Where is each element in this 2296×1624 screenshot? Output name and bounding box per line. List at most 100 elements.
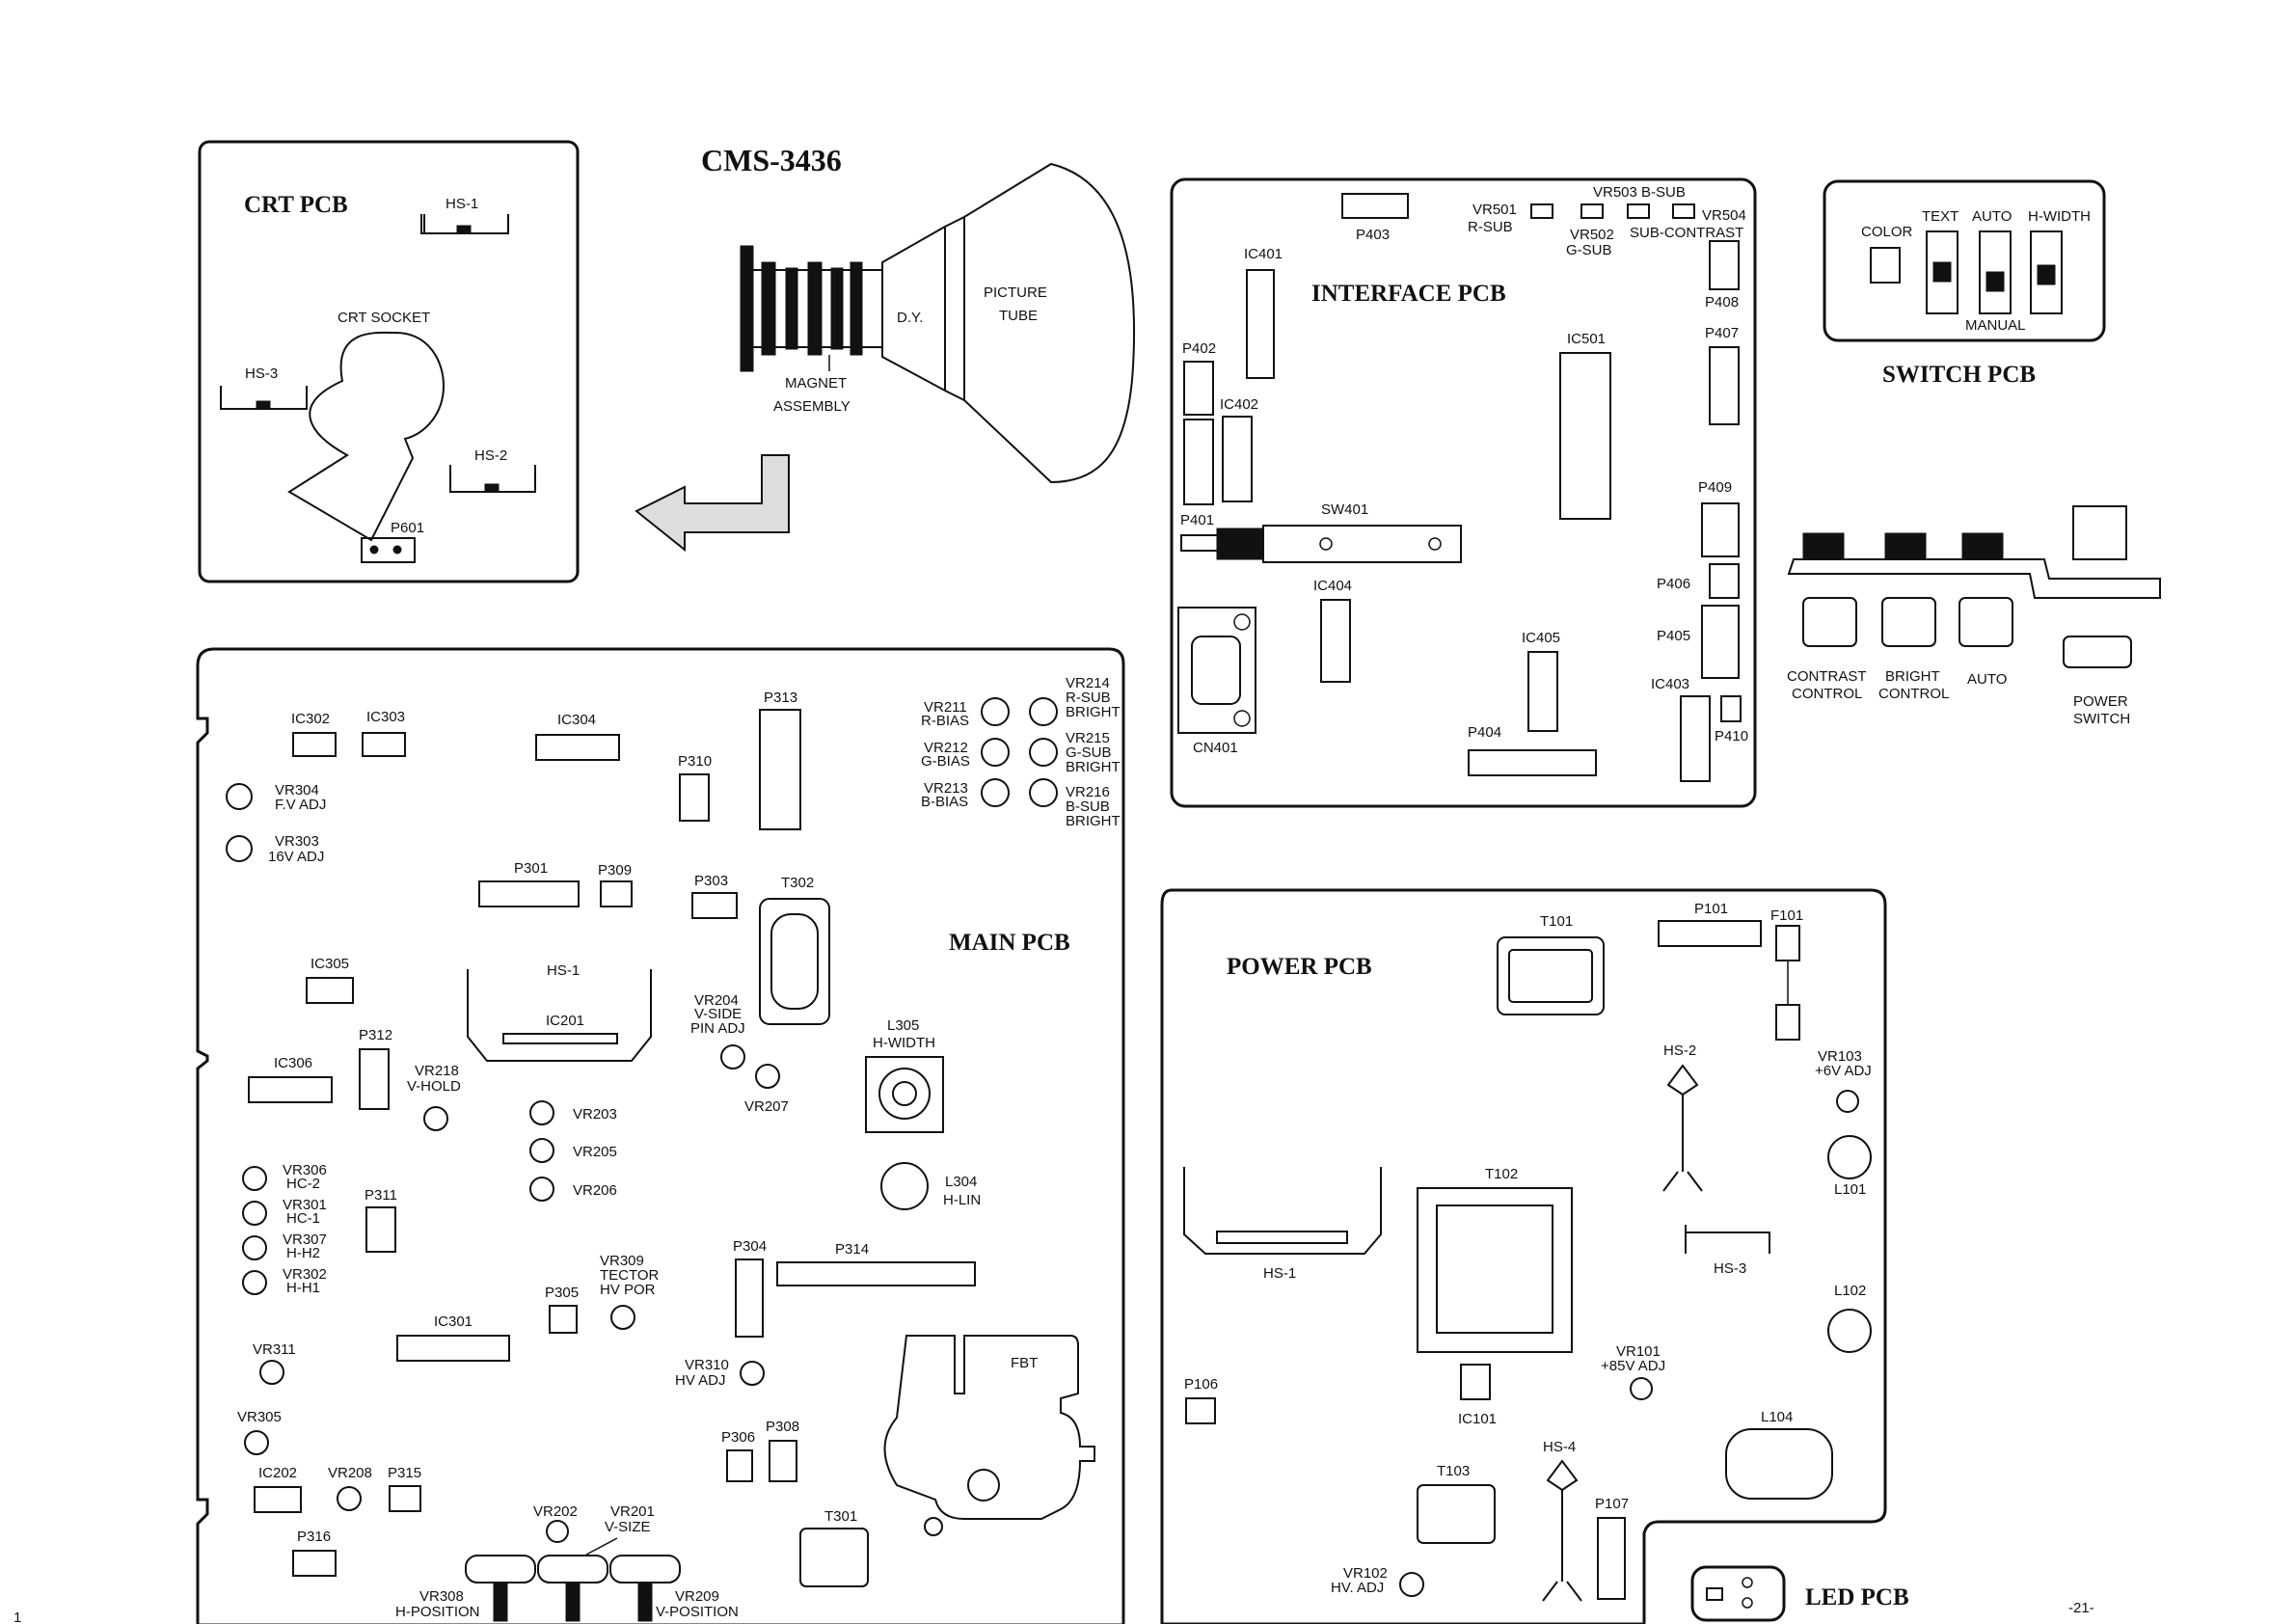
vr207-pot[interactable] [755,1064,780,1089]
vr209-label: VR209 [675,1588,719,1605]
f101-label: F101 [1770,907,1803,924]
ic404-chip [1320,599,1351,683]
t103-transformer [1417,1484,1496,1544]
bright-label-line1: BRIGHT [1885,668,1940,685]
fbt-flyback-transformer [883,1335,1095,1520]
ic401-chip [1246,269,1275,379]
p313-connector [759,709,801,830]
vr309-function2: HV POR [600,1282,656,1298]
main-hs1-heatsink [467,969,652,1062]
p101-connector [1658,920,1762,947]
l101-label: L101 [1834,1181,1866,1198]
vr215-label: VR215 [1066,730,1110,746]
vr101-label: VR101 [1616,1343,1661,1360]
vr309-pot[interactable] [610,1305,635,1330]
vr218-pot[interactable] [423,1106,448,1131]
document-title: CMS-3436 [701,143,842,177]
main-pcb-outline [196,647,1125,1624]
control-bracket [1787,558,2161,599]
vr211-function: R-BIAS [921,713,969,729]
vr308-slider[interactable] [465,1555,536,1583]
ic201-label: IC201 [546,1013,584,1029]
vr202-pot[interactable] [546,1520,569,1543]
p309-label: P309 [598,862,632,879]
ic304-label: IC304 [557,712,596,728]
color-switch[interactable] [1870,247,1901,284]
ic403-label: IC403 [1651,676,1689,692]
bright-knob[interactable] [1881,597,1936,647]
vr218-label: VR218 [415,1063,459,1079]
vr208-pot[interactable] [337,1486,362,1511]
vr209-slider[interactable] [609,1555,681,1583]
p410-label: P410 [1715,728,1748,744]
vr206-pot[interactable] [529,1177,554,1202]
vr310-function: HV ADJ [675,1372,726,1389]
contrast-knob[interactable] [1802,597,1857,647]
auto-switch[interactable] [1979,230,2012,314]
led-pcb-title: LED PCB [1805,1584,1909,1610]
text-switch[interactable] [1926,230,1958,314]
p314-connector [776,1261,976,1286]
hwidth-switch[interactable] [2030,230,2063,314]
picture-tube-label-line2: TUBE [999,308,1038,324]
vr204-function2: PIN ADJ [690,1020,745,1037]
p311-label: P311 [365,1187,397,1204]
vr102-function: HV. ADJ [1331,1580,1384,1596]
vr216-label: VR216 [1066,784,1110,800]
vr305-pot[interactable] [244,1430,269,1455]
vr102-pot[interactable] [1399,1572,1424,1597]
cn401-label: CN401 [1193,740,1238,756]
p107-label: P107 [1595,1496,1629,1512]
vr101-pot[interactable] [1630,1377,1653,1400]
vr206-label: VR206 [573,1182,617,1199]
p308-connector [769,1440,797,1482]
vr311-pot[interactable] [259,1360,284,1385]
p304-label: P304 [733,1238,767,1255]
vr103-pot[interactable] [1836,1090,1859,1113]
p405-label: P405 [1657,628,1690,644]
crt-p601-connector [361,537,416,563]
p315-connector [389,1485,421,1512]
power-switch-button[interactable] [2063,636,2132,668]
t301-label: T301 [824,1508,857,1525]
power-pcb-outline [1160,888,1887,1624]
vr304-pot[interactable] [226,783,253,810]
vr303-pot[interactable] [226,835,253,862]
p401-label: P401 [1180,512,1214,528]
vr203-pot[interactable] [529,1100,554,1125]
p305-connector [549,1305,578,1334]
ic401-label: IC401 [1244,246,1283,262]
sw401-label: SW401 [1321,501,1368,518]
p404-connector [1468,749,1597,776]
l304-label: L304 [945,1174,977,1190]
crt-hs2-label: HS-2 [474,447,507,464]
t101-transformer [1497,936,1605,1015]
vr201-slider[interactable] [537,1555,608,1583]
main-pcb-board: MAIN PCB IC302 IC303 IC304 P313 P310 VR2… [196,647,1125,1624]
p312-label: P312 [359,1027,392,1043]
crt-pcb-board: CRT PCB HS-1 HS-3 CRT SOCKET HS-2 P601 [198,140,580,583]
p403-label: P403 [1356,227,1390,243]
auto-knob[interactable] [1958,597,2013,647]
vr216-function2: BRIGHT [1066,813,1121,829]
ic101-chip [1460,1364,1491,1400]
interface-pcb-title: INTERFACE PCB [1311,281,1506,307]
vr304-function: F.V ADJ [275,797,326,813]
vr205-pot[interactable] [529,1138,554,1163]
p407-connector [1709,346,1740,425]
l102-label: L102 [1834,1283,1866,1299]
p308-label: P308 [766,1419,799,1435]
color-switch-label: COLOR [1861,224,1913,240]
vr504-label: VR504 [1702,207,1746,224]
vr310-pot[interactable] [740,1361,765,1386]
cn401-connector [1177,607,1256,734]
main-hs1-label: HS-1 [547,962,580,979]
p405-connector [1701,605,1740,679]
text-switch-label: TEXT [1922,208,1958,225]
vr204-pot[interactable] [720,1044,745,1069]
p303-connector [691,892,738,919]
hwidth-switch-label: H-WIDTH [2028,208,2091,225]
ic402-chip [1222,416,1253,502]
ic305-label: IC305 [311,956,349,972]
